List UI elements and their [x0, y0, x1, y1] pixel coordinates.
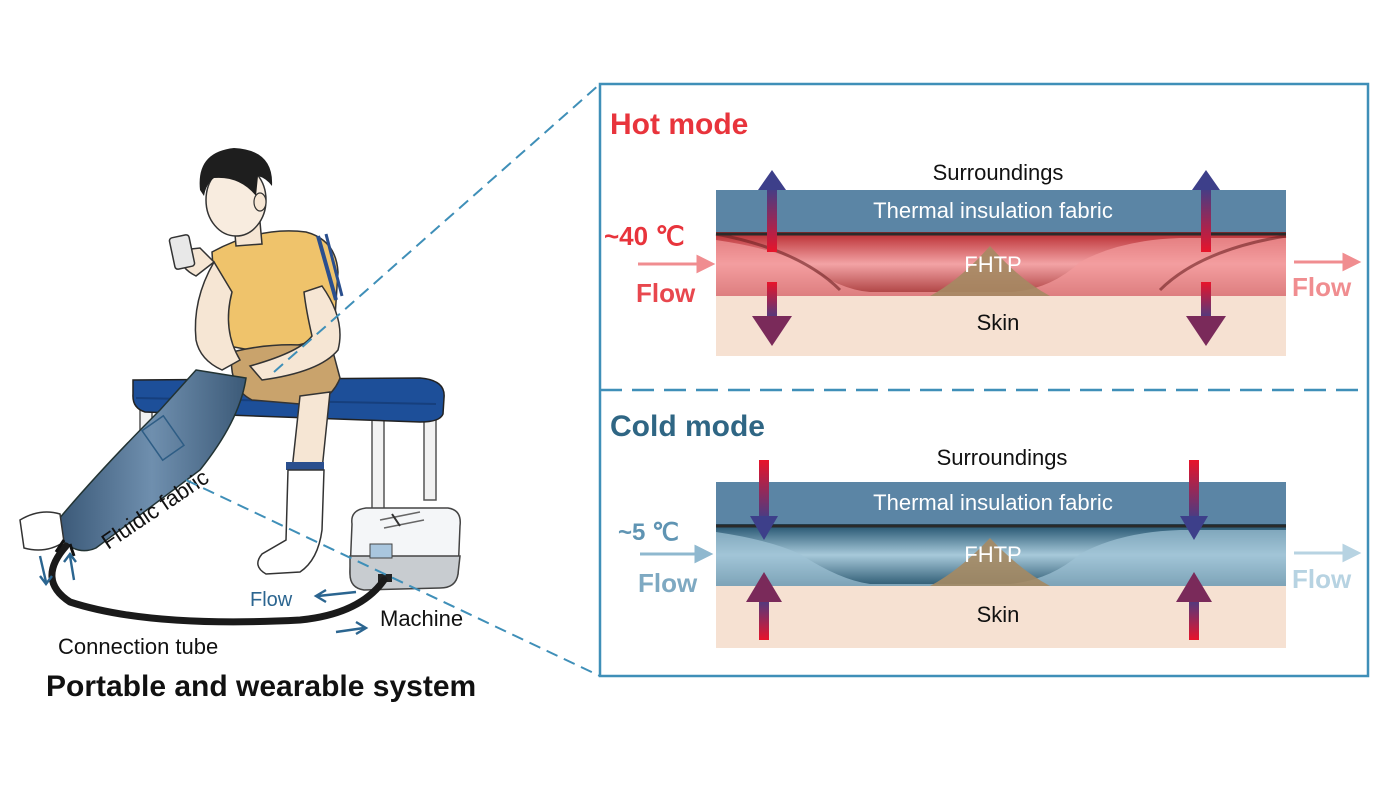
cold-mode-title: Cold mode	[610, 410, 765, 443]
cold-skin-label: Skin	[977, 602, 1020, 627]
cold-mode-section: Cold mode Surroundings Thermal insulatio…	[610, 410, 1362, 648]
hot-flow-in-arrow	[638, 254, 716, 274]
cold-flow-out-arrow	[1294, 543, 1362, 563]
right-sock	[257, 469, 325, 575]
cold-flow-in-arrow	[640, 544, 714, 564]
system-caption: Portable and wearable system	[46, 670, 476, 703]
wearable-illustration: Fluidic fabric Flow Machine Connection t…	[19, 148, 476, 703]
right-arm	[248, 285, 341, 381]
cold-flow-out-label: Flow	[1292, 564, 1352, 594]
cold-temperature-label: ~5 ℃	[618, 519, 679, 546]
hot-temperature-label: ~40 ℃	[604, 221, 685, 251]
hot-skin-layer	[716, 296, 1286, 356]
machine-label: Machine	[380, 606, 463, 631]
zoom-lines	[185, 83, 601, 677]
connection-tube-label: Connection tube	[58, 634, 218, 659]
cold-heat-arrows	[746, 460, 1212, 640]
cold-surroundings-label: Surroundings	[937, 445, 1068, 470]
hot-flow-in-label: Flow	[636, 278, 696, 308]
hair	[199, 148, 273, 196]
cold-flow-in-label: Flow	[638, 568, 698, 598]
cold-insulation-label: Thermal insulation fabric	[873, 490, 1113, 515]
phone	[168, 234, 196, 270]
hot-insulation-layer	[716, 190, 1286, 232]
hot-mode-section: Hot mode Surroundings Thermal insulation…	[604, 108, 1362, 356]
cold-fhtp-label: FHTP	[964, 542, 1021, 567]
left-arm	[194, 260, 242, 371]
tube-flow-arrows	[38, 552, 369, 636]
hot-mode-title: Hot mode	[610, 108, 748, 141]
connection-tube	[48, 542, 388, 626]
fluidic-fabric-leg	[57, 369, 247, 552]
hot-skin-label: Skin	[977, 310, 1020, 335]
hot-surroundings-label: Surroundings	[933, 160, 1064, 185]
hot-fhtp-label: FHTP	[964, 252, 1021, 277]
hot-insulation-label: Thermal insulation fabric	[873, 198, 1113, 223]
hot-flow-out-label: Flow	[1292, 272, 1352, 302]
hot-flow-out-arrow	[1294, 252, 1362, 272]
flow-label: Flow	[250, 589, 293, 611]
hot-heat-arrows	[752, 170, 1226, 346]
machine-unit	[349, 507, 461, 591]
